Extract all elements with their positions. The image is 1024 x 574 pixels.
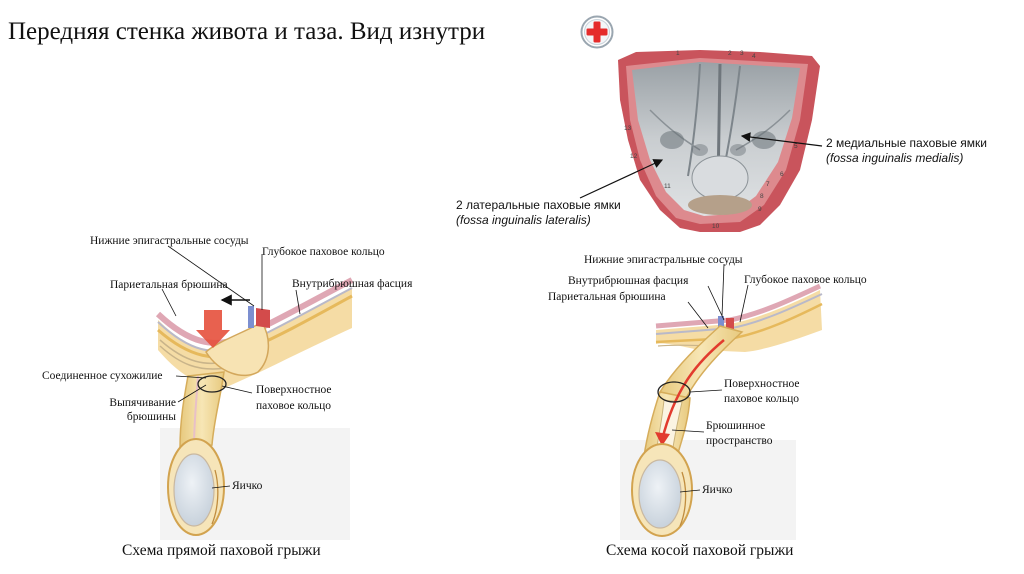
photo-number: 11 [664,183,671,190]
slide-title: Передняя стенка живота и таза. Вид изнут… [8,18,486,45]
photo-number: 9 [758,206,762,213]
label-conjoint-tendon: Соединенное сухожилие [42,370,163,382]
label-peritoneum-protrusion-line2: брюшины [126,411,176,423]
label-peritoneal-space-line1: Брюшинное [706,420,766,432]
caption-direct-hernia: Схема прямой паховой грыжи [122,542,321,559]
label-superficial-ring-line1: Поверхностное [256,384,332,396]
photo-number: 1 [676,50,680,57]
medical-cross-icon [580,15,614,49]
label-peritoneum-protrusion-line1: Выпячивание [109,397,176,409]
label-superficial-ring-line1: Поверхностное [724,378,800,390]
photo-number: 12 [630,153,638,160]
label-testis: Яичко [232,480,263,492]
label-deep-inguinal-ring: Глубокое паховое кольцо [744,274,867,286]
medial-fossa-label: 2 медиальные паховые ямки [826,136,987,150]
photo-number: 8 [760,193,764,200]
label-parietal-peritoneum: Париетальная брюшина [110,279,228,291]
photo-number: 2 [728,50,732,57]
photo-number: 3 [740,50,744,57]
medial-fossa-latin: (fossa inguinalis medialis) [826,151,964,165]
label-transversalis-fascia: Внутрибрюшная фасция [568,275,689,287]
caption-indirect-hernia: Схема косой паховой грыжи [606,542,794,559]
photo-number: 7 [766,181,770,188]
photo-number: 5 [794,143,798,150]
label-parietal-peritoneum: Париетальная брюшина [548,291,666,303]
photo-number: 13 [624,125,632,132]
label-deep-inguinal-ring: Глубокое паховое кольцо [262,246,385,258]
label-inferior-epigastric-vessels: Нижние эпигастральные сосуды [584,254,743,266]
label-inferior-epigastric-vessels: Нижние эпигастральные сосуды [90,235,249,247]
photo-number: 10 [712,223,720,230]
lateral-fossa-latin: (fossa inguinalis lateralis) [456,213,591,227]
photo-number: 4 [752,53,756,60]
label-testis: Яичко [702,484,733,496]
photo-number: 6 [780,171,784,178]
label-peritoneal-space-line2: пространство [706,435,773,447]
label-superficial-ring-line2: паховое кольцо [724,393,800,405]
label-superficial-ring-line2: паховое кольцо [256,400,332,412]
lateral-fossa-label: 2 латеральные паховые ямки [456,198,621,212]
label-transversalis-fascia: Внутрибрюшная фасция [292,278,413,290]
